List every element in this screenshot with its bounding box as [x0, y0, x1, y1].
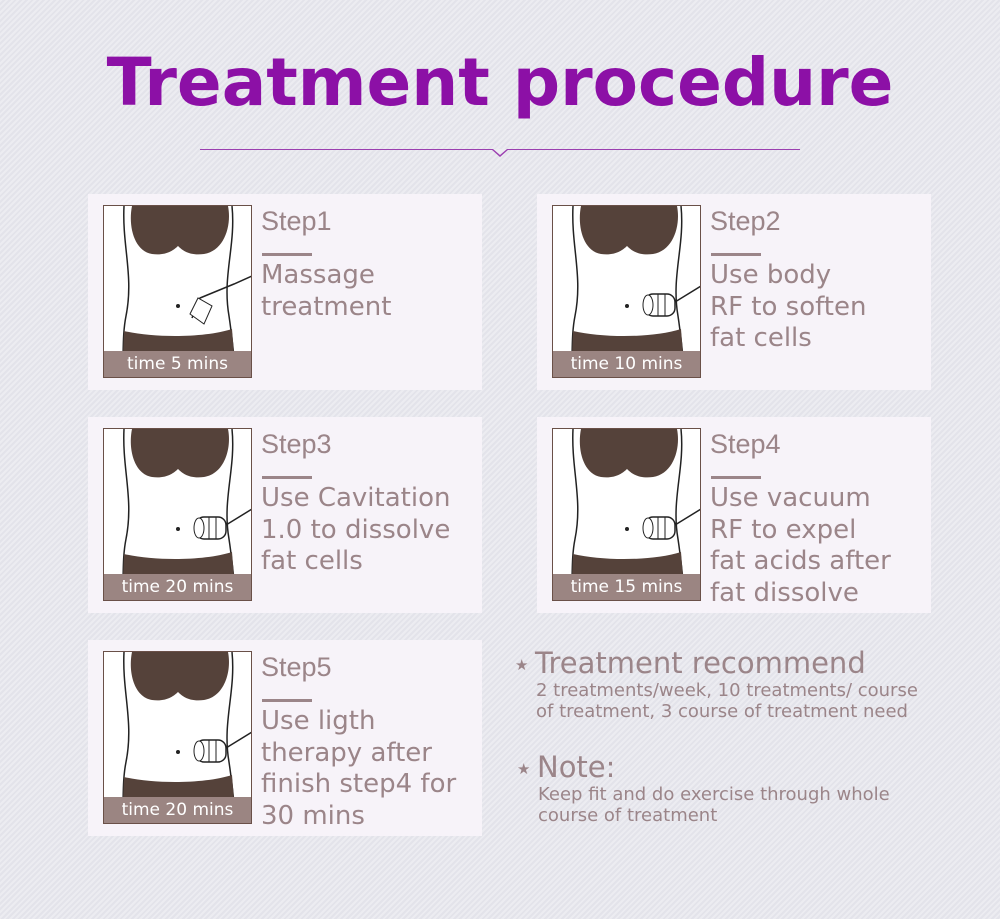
time-label: time 20 mins	[104, 574, 251, 600]
step-card: time 5 mins Step1 Massage treatment	[88, 194, 482, 390]
step-card: time 20 mins Step5 Use ligth therapy aft…	[88, 640, 482, 836]
step-description: Use body RF to soften fat cells	[710, 260, 867, 353]
step-title: Step4	[710, 429, 781, 459]
recommend-heading: Treatment recommend	[535, 646, 866, 680]
star-icon: ★	[515, 656, 529, 674]
page-title: Treatment procedure	[106, 44, 894, 121]
step-description: Use ligth therapy after finish step4 for…	[261, 706, 457, 831]
time-label: time 5 mins	[104, 351, 251, 377]
step-illustration: time 20 mins	[103, 428, 252, 601]
step-description: Massage treatment	[261, 260, 392, 322]
step-underline	[262, 476, 312, 479]
time-label: time 10 mins	[553, 351, 700, 377]
step-card: time 15 mins Step4 Use vacuum RF to expe…	[537, 417, 931, 613]
step-title: Step3	[261, 429, 332, 459]
step-description: Use Cavitation 1.0 to dissolve fat cells	[261, 483, 451, 576]
step-illustration: time 15 mins	[552, 428, 701, 601]
step-title: Step1	[261, 206, 332, 236]
note-section: ★ Note: Keep fit and do exercise through …	[517, 750, 890, 826]
step-illustration: time 5 mins	[103, 205, 252, 378]
step-title: Step2	[710, 206, 781, 236]
step-illustration: time 20 mins	[103, 651, 252, 824]
step-underline	[262, 253, 312, 256]
time-label: time 15 mins	[553, 574, 700, 600]
step-card: time 10 mins Step2 Use body RF to soften…	[537, 194, 931, 390]
note-heading: Note:	[537, 750, 616, 784]
divider-notch-inner	[493, 149, 507, 155]
step-title: Step5	[261, 652, 332, 682]
note-text: Keep fit and do exercise through whole c…	[538, 784, 890, 826]
step-description: Use vacuum RF to expel fat acids after f…	[710, 483, 891, 608]
treatment-recommend: ★ Treatment recommend 2 treatments/week, …	[515, 646, 918, 722]
step-underline	[711, 253, 761, 256]
step-underline	[262, 699, 312, 702]
step-underline	[711, 476, 761, 479]
step-illustration: time 10 mins	[552, 205, 701, 378]
time-label: time 20 mins	[104, 797, 251, 823]
step-card: time 20 mins Step3 Use Cavitation 1.0 to…	[88, 417, 482, 613]
star-icon: ★	[517, 760, 531, 778]
recommend-text: 2 treatments/week, 10 treatments/ course…	[536, 680, 918, 722]
